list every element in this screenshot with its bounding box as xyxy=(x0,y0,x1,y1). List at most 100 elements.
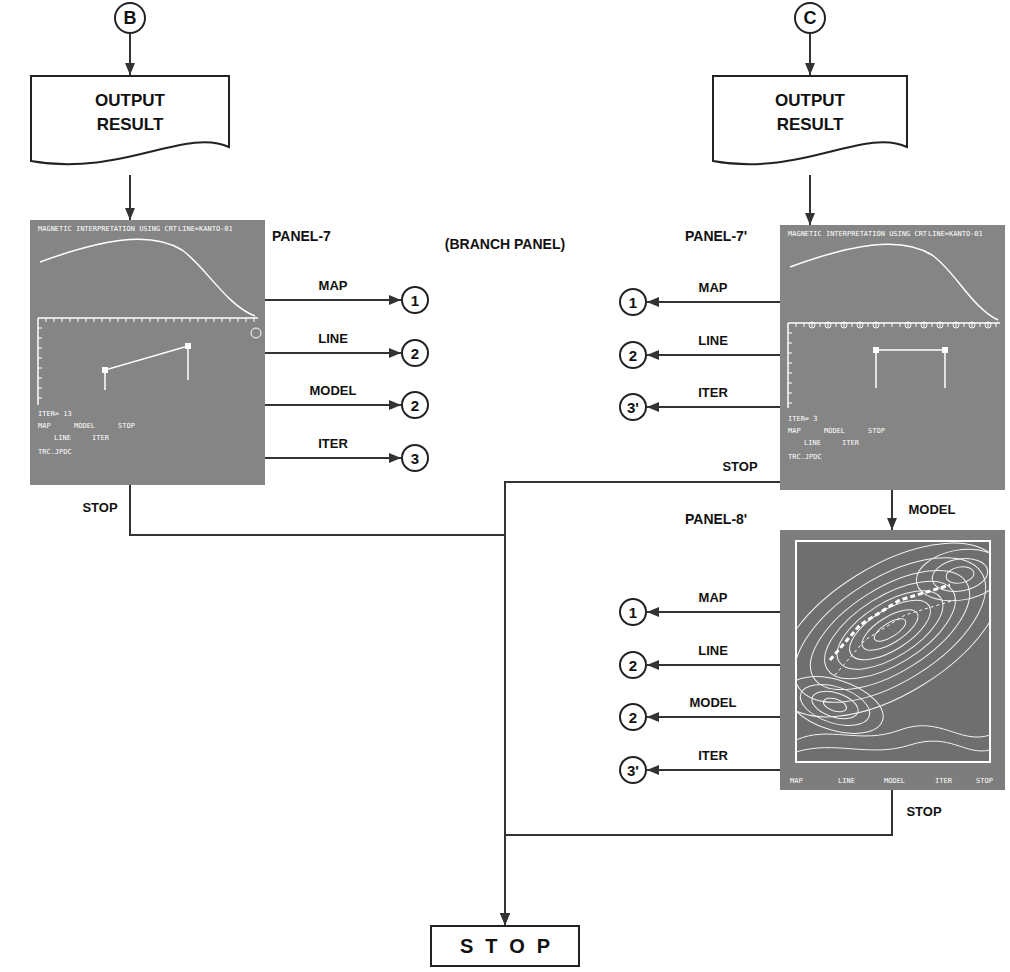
screen-panel: MAGNETIC INTERPRETATION USING CRTLINE=KA… xyxy=(30,220,265,485)
node-text: 3' xyxy=(627,763,639,778)
screen-text: ITER= 13 xyxy=(38,410,72,418)
panel-label: PANEL-7' xyxy=(685,228,747,244)
output-document: OUTPUT RESULT xyxy=(712,75,908,175)
edge-label: LINE xyxy=(696,644,730,658)
flow-connector xyxy=(647,406,780,408)
edge-label: ITER xyxy=(696,386,730,400)
flow-connector xyxy=(130,485,505,925)
branch-circle: 2 xyxy=(619,651,647,679)
node-text: 1 xyxy=(629,295,637,310)
node-text: 2 xyxy=(411,346,419,361)
branch-circle: 3' xyxy=(619,393,647,421)
edge-label: STOP xyxy=(904,805,943,819)
screen-text: ITER xyxy=(842,439,859,447)
panel-7-screen xyxy=(30,220,265,485)
flow-connector xyxy=(647,611,780,613)
edge-label: MAP xyxy=(317,279,350,293)
screen-text: MODEL xyxy=(884,777,905,785)
document-text: OUTPUT RESULT xyxy=(751,89,869,137)
panel-label: PANEL-8' xyxy=(685,511,747,527)
edge-label: ITER xyxy=(316,437,350,451)
screen-panel: MAGNETIC INTERPRETATION USING CRTLINE=KA… xyxy=(780,225,1005,490)
screen-text: MAP xyxy=(38,422,51,430)
screen-text: TRC.JPDC xyxy=(38,448,72,456)
screen-text: STOP xyxy=(976,777,993,785)
node-text: 2 xyxy=(629,658,637,673)
document-outline xyxy=(713,76,907,164)
document-outline xyxy=(31,76,229,164)
screen-text: MODEL xyxy=(824,427,845,435)
flow-connector xyxy=(265,299,401,301)
branch-circle: 3' xyxy=(619,756,647,784)
screen-text: MAP xyxy=(790,777,803,785)
edge-label: MODEL xyxy=(907,503,958,517)
flow-connector xyxy=(647,664,780,666)
flow-connector xyxy=(265,352,401,354)
screen-text: LINE xyxy=(54,434,71,442)
screen-text: STOP xyxy=(868,427,885,435)
edge-label: MAP xyxy=(697,591,730,605)
screen-text: ITER xyxy=(92,434,109,442)
branch-circle: 1 xyxy=(401,286,429,314)
edge-label: MODEL xyxy=(308,384,359,398)
node-text: 1 xyxy=(411,293,419,308)
node-text: STOP xyxy=(448,936,562,956)
edge-label: LINE xyxy=(696,334,730,348)
edge-label: ITER xyxy=(696,749,730,763)
panel-note: (BRANCH PANEL) xyxy=(445,236,565,252)
screen-text: ITER= 3 xyxy=(788,415,818,423)
screen-panel: MAP LINE MODEL ITER STOP xyxy=(780,530,1005,790)
flow-connector xyxy=(647,716,780,718)
edge-label: MODEL xyxy=(688,696,739,710)
branch-circle: 1 xyxy=(619,288,647,316)
flow-connector xyxy=(809,34,811,75)
node-text: C xyxy=(804,9,817,27)
node-text: 1 xyxy=(629,605,637,620)
screen-text: TRC.JPDC xyxy=(788,453,822,461)
node-text: 2 xyxy=(629,710,637,725)
node-text: 2 xyxy=(411,398,419,413)
connector-circle: B xyxy=(114,2,146,34)
screen-text: MAGNETIC INTERPRETATION USING CRT xyxy=(788,230,927,238)
flow-connector xyxy=(647,354,780,356)
node-text: B xyxy=(124,9,137,27)
node-text: 2 xyxy=(629,348,637,363)
flow-connector xyxy=(647,769,780,771)
panel-7-prime-screen xyxy=(780,225,1005,490)
branch-circle: 1 xyxy=(619,598,647,626)
branch-circle: 2 xyxy=(401,391,429,419)
branch-circle: 3 xyxy=(401,444,429,472)
screen-text: MAGNETIC INTERPRETATION USING CRT xyxy=(38,225,177,233)
flow-connector xyxy=(265,457,401,459)
flow-connector xyxy=(129,175,131,220)
screen-text: MAP xyxy=(788,427,801,435)
screen-text: ITER xyxy=(935,777,952,785)
branch-circle: 2 xyxy=(619,341,647,369)
terminal-box: STOP xyxy=(430,925,580,967)
panel-8-prime-screen xyxy=(748,508,1010,790)
screen-text: LINE=KANTO-01 xyxy=(928,230,983,238)
flow-connector xyxy=(647,301,780,303)
screen-text: LINE=KANTO-01 xyxy=(178,225,233,233)
flow-connector xyxy=(891,490,893,530)
node-text: 3 xyxy=(411,451,419,466)
node-text: 3' xyxy=(627,400,639,415)
flow-connector xyxy=(505,790,892,925)
flow-connector xyxy=(265,404,401,406)
output-document: OUTPUT RESULT xyxy=(30,75,230,175)
panel-label: PANEL-7 xyxy=(272,228,331,244)
connector-circle: C xyxy=(794,2,826,34)
edge-label: STOP xyxy=(80,501,119,515)
screen-text: STOP xyxy=(118,422,135,430)
flow-connector xyxy=(809,175,811,225)
edge-label: STOP xyxy=(720,460,759,474)
branch-circle: 2 xyxy=(401,339,429,367)
screen-text: LINE xyxy=(804,439,821,447)
document-text: OUTPUT RESULT xyxy=(71,89,189,137)
screen-text: MODEL xyxy=(74,422,95,430)
branch-circle: 2 xyxy=(619,703,647,731)
flow-connector xyxy=(129,34,131,75)
screen-text: LINE xyxy=(838,777,855,785)
edge-label: MAP xyxy=(697,281,730,295)
